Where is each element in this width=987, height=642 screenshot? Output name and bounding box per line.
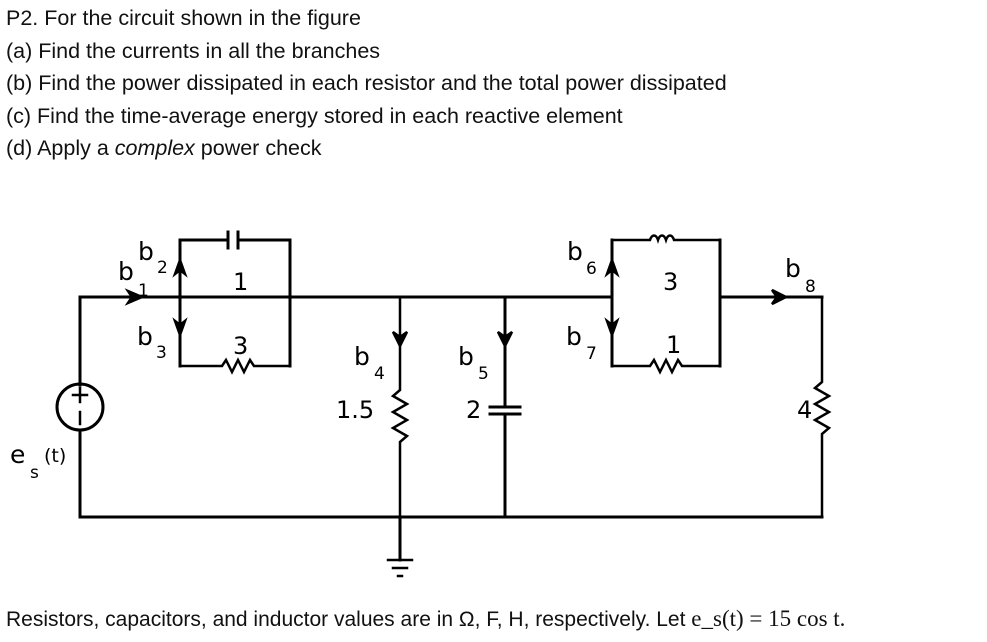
b8-resistor-icon: [812, 295, 832, 519]
problem-part-a: (a) Find the currents in all the branche…: [6, 38, 381, 63]
b4-value: 1.5: [336, 396, 374, 424]
problem-title: P2. For the circuit shown in the figure: [6, 6, 361, 30]
b8-arrow-icon: [770, 288, 789, 306]
b7-resistor-wire: [610, 357, 722, 375]
b4-index: 4: [374, 364, 385, 384]
b8-value: 4: [797, 396, 812, 424]
b6-index: 6: [586, 259, 597, 279]
part-d-suffix: power check: [194, 136, 322, 161]
ground-icon: [386, 558, 414, 578]
problem-part-b: (b) Find the power dissipated in each re…: [6, 71, 727, 96]
b7-value: 1: [666, 331, 681, 359]
b8-letter: b: [785, 254, 801, 283]
b7-letter: b: [566, 322, 582, 351]
b4-letter: b: [354, 342, 370, 371]
voltage-source-icon: [55, 382, 105, 432]
b8-index: 8: [805, 277, 816, 297]
b6-letter: b: [567, 237, 583, 266]
b3-index: 3: [156, 343, 167, 363]
b5-arrow-icon: [496, 330, 514, 349]
b2-index: 2: [157, 258, 168, 278]
b1-index: 1: [138, 281, 149, 301]
source-label-arg: (t): [44, 445, 66, 467]
b3-resistor-wire: [178, 357, 292, 375]
b2-value: 1: [233, 268, 248, 296]
source-label-e: e: [10, 440, 25, 469]
footer-math: e_s(t) = 15 cos t.: [691, 606, 846, 631]
part-d-emphasis: complex: [114, 136, 195, 161]
source-label-sub: s: [30, 463, 39, 483]
b7-index: 7: [586, 344, 597, 364]
footer-text: Resistors, capacitors, and inductor valu…: [6, 608, 692, 631]
b5-capacitor-icon: [488, 405, 522, 416]
b3-letter: b: [137, 322, 153, 351]
b5-value: 2: [466, 396, 481, 424]
circuit-diagram: b 1 b 2 1 b 3 3 b 4 1.5 b 5 2 b 6 3 b 7 …: [10, 230, 832, 578]
footer-note: Resistors, capacitors, and inductor valu…: [6, 606, 845, 632]
b1-letter: b: [118, 257, 134, 286]
b6-arrow-icon: [604, 256, 620, 278]
source-left-wire: [78, 295, 824, 519]
b2-capacitor-icon: [226, 230, 240, 250]
b3-value: 3: [233, 332, 248, 360]
b2-arrow-icon: [172, 256, 188, 278]
problem-statement: P2. For the circuit shown in the figure …: [6, 2, 727, 165]
b1-arrow-icon: [124, 288, 146, 306]
b5-index: 5: [478, 364, 489, 384]
problem-part-d: (d) Apply a complex power check: [6, 132, 727, 165]
b4-arrow-icon: [391, 330, 409, 349]
problem-part-c: (c) Find the time-average energy stored …: [6, 103, 623, 128]
b6-value: 3: [663, 268, 678, 296]
part-d-prefix: (d) Apply a: [6, 136, 115, 161]
b7-arrow-icon: [604, 317, 620, 339]
b3-arrow-icon: [172, 317, 188, 339]
source-plus-icon: [71, 386, 89, 404]
b6-inductor-icon: [610, 234, 722, 244]
b5-letter: b: [458, 342, 474, 371]
b2-letter: b: [138, 237, 154, 266]
b4-resistor-icon: [390, 295, 410, 519]
